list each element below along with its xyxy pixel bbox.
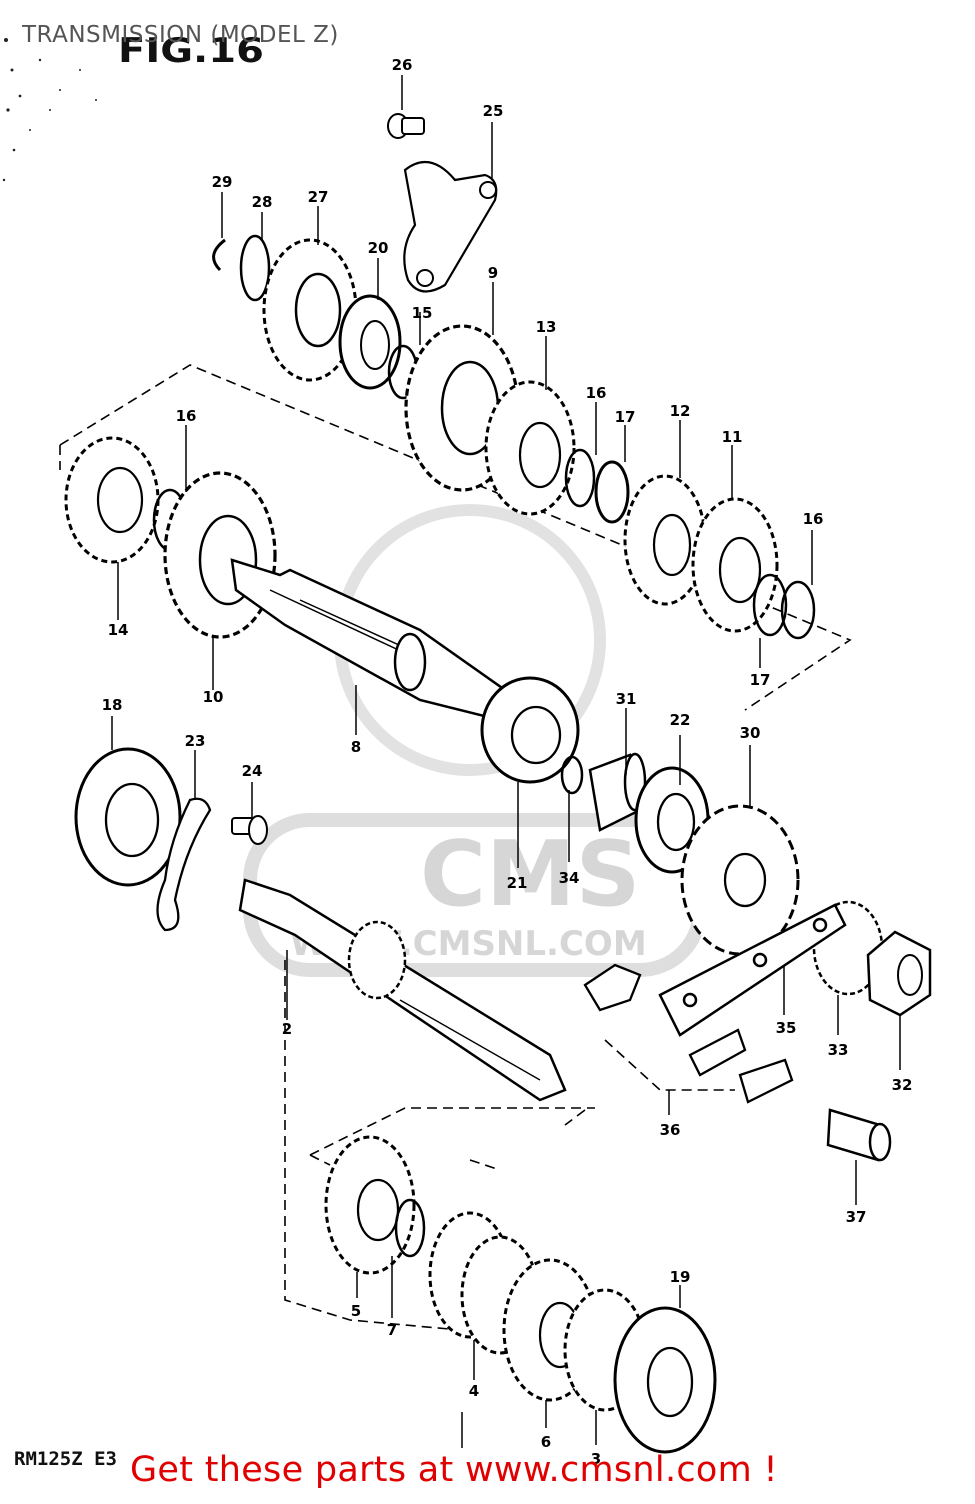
callout-24: 24 <box>242 762 263 780</box>
part-35-chain <box>658 903 847 1037</box>
callout-25: 25 <box>483 102 504 120</box>
callout-19: 19 <box>670 1268 691 1286</box>
callout-31: 31 <box>616 690 637 708</box>
part-7-circlip <box>394 1198 426 1258</box>
callout-36: 36 <box>660 1121 681 1139</box>
callout-15: 15 <box>412 304 433 322</box>
callout-16: 16 <box>803 510 824 528</box>
callout-17: 17 <box>750 671 771 689</box>
part-24-screw <box>231 815 268 845</box>
callout-10: 10 <box>203 688 224 706</box>
assembly-frames <box>59 364 852 1331</box>
watermark-brand: CMS <box>420 822 640 927</box>
part-23-retainer <box>156 797 212 932</box>
part-32-nut <box>866 930 932 1017</box>
part-11-gear <box>691 497 779 633</box>
callout-18: 18 <box>102 696 123 714</box>
callout-13: 13 <box>536 318 557 336</box>
callout-16: 16 <box>176 407 197 425</box>
callout-33: 33 <box>828 1041 849 1059</box>
part-17-washer-right <box>752 573 788 637</box>
callout-8: 8 <box>351 738 361 756</box>
leader-lines <box>111 75 901 1448</box>
callout-12: 12 <box>670 402 691 420</box>
part-2-main-shaft <box>238 878 567 1102</box>
scan-noise <box>2 38 97 182</box>
part-18-bearing <box>74 747 182 887</box>
part-8-shaft <box>230 558 507 722</box>
part-27-gear <box>262 238 358 382</box>
callout-2: 2 <box>282 1020 292 1038</box>
part-36-joint-plate <box>688 1028 747 1077</box>
part-36-joint-pin <box>583 963 642 1012</box>
figure-label: FIG.16 <box>118 31 264 71</box>
part-14-gear <box>64 436 160 564</box>
part-34-circlip <box>560 755 584 795</box>
part-37-roller <box>826 1108 892 1162</box>
callout-17: 17 <box>615 408 636 426</box>
callout-7: 7 <box>387 1321 397 1339</box>
part-12-gear <box>623 474 707 606</box>
callout-27: 27 <box>308 188 329 206</box>
callout-35: 35 <box>776 1019 797 1037</box>
callout-28: 28 <box>252 193 273 211</box>
callout-3: 3 <box>591 1450 601 1468</box>
callout-37: 37 <box>846 1208 867 1226</box>
callout-22: 22 <box>670 711 691 729</box>
callout-26: 26 <box>392 56 413 74</box>
part-5-gear <box>324 1135 416 1275</box>
part-28-washer <box>239 234 271 302</box>
callout-23: 23 <box>185 732 206 750</box>
part-36-joint-clip <box>738 1058 794 1104</box>
callout-34: 34 <box>559 869 580 887</box>
part-30-sprocket <box>680 804 800 956</box>
callout-11: 11 <box>722 428 743 446</box>
part-16-circlip <box>564 448 596 508</box>
callout-29: 29 <box>212 173 233 191</box>
part-16-circlip-right <box>780 580 816 640</box>
callout-9: 9 <box>488 264 498 282</box>
callout-21: 21 <box>507 874 528 892</box>
part-29-circlip <box>212 238 226 272</box>
part-13-gear <box>484 380 576 516</box>
model-label: RM125Z E3 <box>14 1448 117 1470</box>
callout-20: 20 <box>368 239 389 257</box>
callout-16: 16 <box>586 384 607 402</box>
part-21-bearing <box>480 676 580 784</box>
callout-5: 5 <box>351 1302 361 1320</box>
callout-6: 6 <box>541 1433 551 1451</box>
callout-30: 30 <box>740 724 761 742</box>
callout-32: 32 <box>892 1076 913 1094</box>
part-17-washer <box>594 460 630 524</box>
part-10-gear <box>163 471 277 639</box>
page-title: TRANSMISSION (MODEL Z) <box>22 22 339 48</box>
callout-14: 14 <box>108 621 129 639</box>
part-26-bolt <box>387 113 425 139</box>
part-20-bearing <box>338 294 402 390</box>
callout-4: 4 <box>469 1382 479 1400</box>
footer-link-text[interactable]: Get these parts at www.cmsnl.com ! <box>130 1450 778 1490</box>
part-25-plate <box>403 160 498 293</box>
part-19-bearing <box>613 1306 717 1454</box>
